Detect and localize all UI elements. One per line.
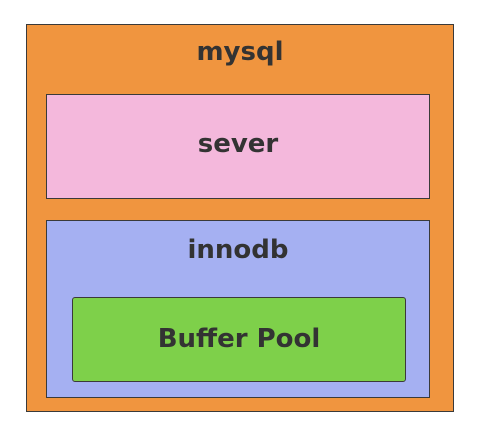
innodb-label: innodb <box>187 235 289 265</box>
server-layer-box: sever <box>46 94 430 199</box>
mysql-label: mysql <box>196 37 284 67</box>
buffer-pool-label: Buffer Pool <box>157 324 321 354</box>
mysql-layer-box: mysql sever innodb Buffer Pool <box>26 24 454 412</box>
buffer-pool-box: Buffer Pool <box>72 297 406 382</box>
innodb-layer-box: innodb Buffer Pool <box>46 220 430 398</box>
server-label: sever <box>197 129 279 159</box>
